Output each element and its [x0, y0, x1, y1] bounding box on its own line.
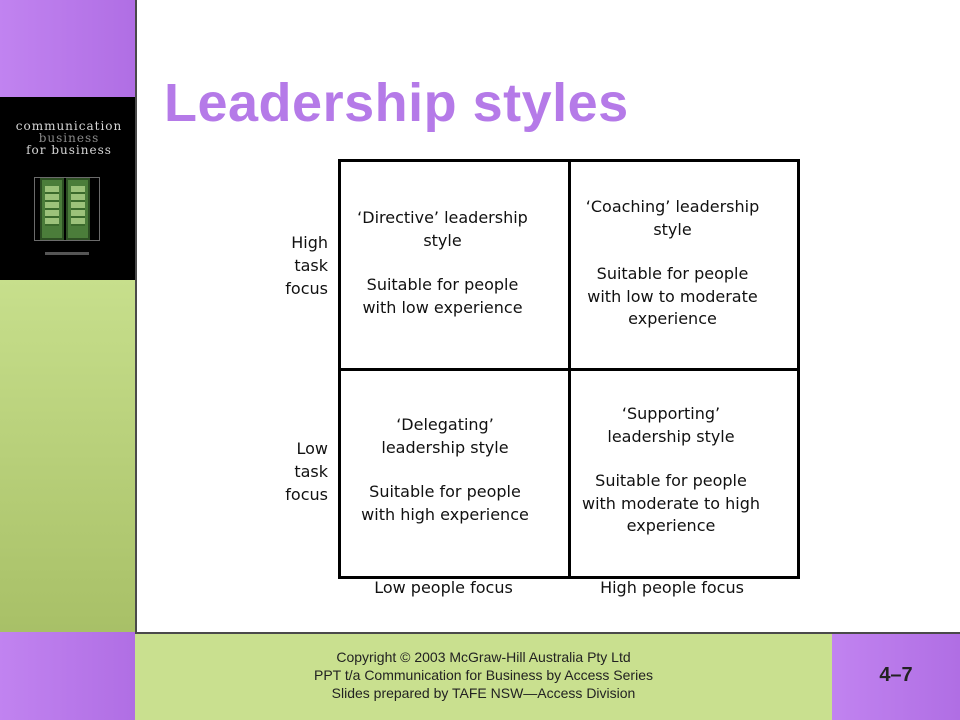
cover-title-line: for business: [26, 143, 112, 157]
row-label-line: focus: [285, 485, 328, 504]
copyright-line: PPT t/a Communication for Business by Ac…: [314, 667, 653, 683]
cell-style-line: leadership style: [607, 426, 735, 446]
row-label-low-task-focus: Low task focus: [248, 437, 328, 506]
footer-right-panel: [832, 632, 960, 720]
cell-style-line: style: [653, 219, 692, 239]
slide-title: Leadership styles: [164, 73, 629, 133]
cell-style-line: ‘Delegating’: [396, 415, 494, 434]
copyright-line: Slides prepared by TAFE NSW—Access Divis…: [331, 685, 636, 701]
sidebar-top-panel: [0, 0, 135, 97]
cell-style-line: ‘Directive’ leadership: [357, 208, 528, 227]
cell-desc-line: Suitable for people: [366, 275, 519, 294]
sidebar-divider: [135, 0, 137, 632]
cell-desc-line: experience: [626, 516, 716, 535]
cell-style-line: ‘Supporting’: [621, 404, 721, 423]
cell-desc-line: Suitable for people: [369, 482, 521, 501]
cell-style-line: leadership style: [381, 437, 509, 457]
cover-title-line: communication: [15, 119, 123, 133]
phone-booth-icon: [40, 178, 64, 240]
copyright-line: Copyright © 2003 McGraw-Hill Australia P…: [336, 649, 631, 665]
cover-title-line: business: [38, 131, 100, 145]
cell-desc-line: with low experience: [362, 297, 523, 317]
row-label-line: task: [294, 256, 328, 275]
cell-desc-line: Suitable for people: [596, 264, 749, 283]
book-cover-title: communication business for business: [14, 120, 124, 156]
phone-booth-icon: [66, 178, 90, 240]
column-label-high-people-focus: High people focus: [600, 578, 744, 597]
cell-desc-line: with high experience: [361, 504, 529, 524]
sidebar-green-panel: [0, 280, 135, 632]
cell-directive: ‘Directive’ leadership style Suitable fo…: [340, 207, 545, 319]
matrix-horizontal-divider: [341, 368, 797, 371]
row-label-line: task: [294, 462, 328, 481]
cell-supporting: ‘Supporting’ leadership style Suitable f…: [565, 403, 777, 538]
cell-coaching: ‘Coaching’ leadership style Suitable for…: [570, 196, 775, 331]
cell-delegating: ‘Delegating’ leadership style Suitable f…: [340, 414, 550, 526]
row-label-line: focus: [285, 279, 328, 298]
cell-desc-line: experience: [628, 309, 717, 328]
cell-style-line: ‘Coaching’ leadership: [585, 197, 760, 216]
footer-left-panel: [0, 632, 135, 720]
row-label-line: High: [291, 233, 328, 252]
column-label-low-people-focus: Low people focus: [374, 578, 513, 597]
cell-desc-line: Suitable for people: [595, 471, 747, 490]
leadership-matrix: [338, 159, 800, 579]
copyright-notice: Copyright © 2003 McGraw-Hill Australia P…: [135, 648, 832, 702]
cover-publisher-mark: [45, 252, 89, 255]
cover-photo-frame: [34, 177, 100, 241]
footer-panel: [135, 632, 832, 720]
cell-desc-line: with moderate to high: [581, 493, 761, 513]
cell-desc-line: with low to moderate: [587, 286, 758, 306]
cell-style-line: style: [423, 230, 462, 250]
row-label-line: Low: [296, 439, 328, 458]
slide-number: 4–7: [879, 664, 913, 686]
row-label-high-task-focus: High task focus: [248, 231, 328, 300]
